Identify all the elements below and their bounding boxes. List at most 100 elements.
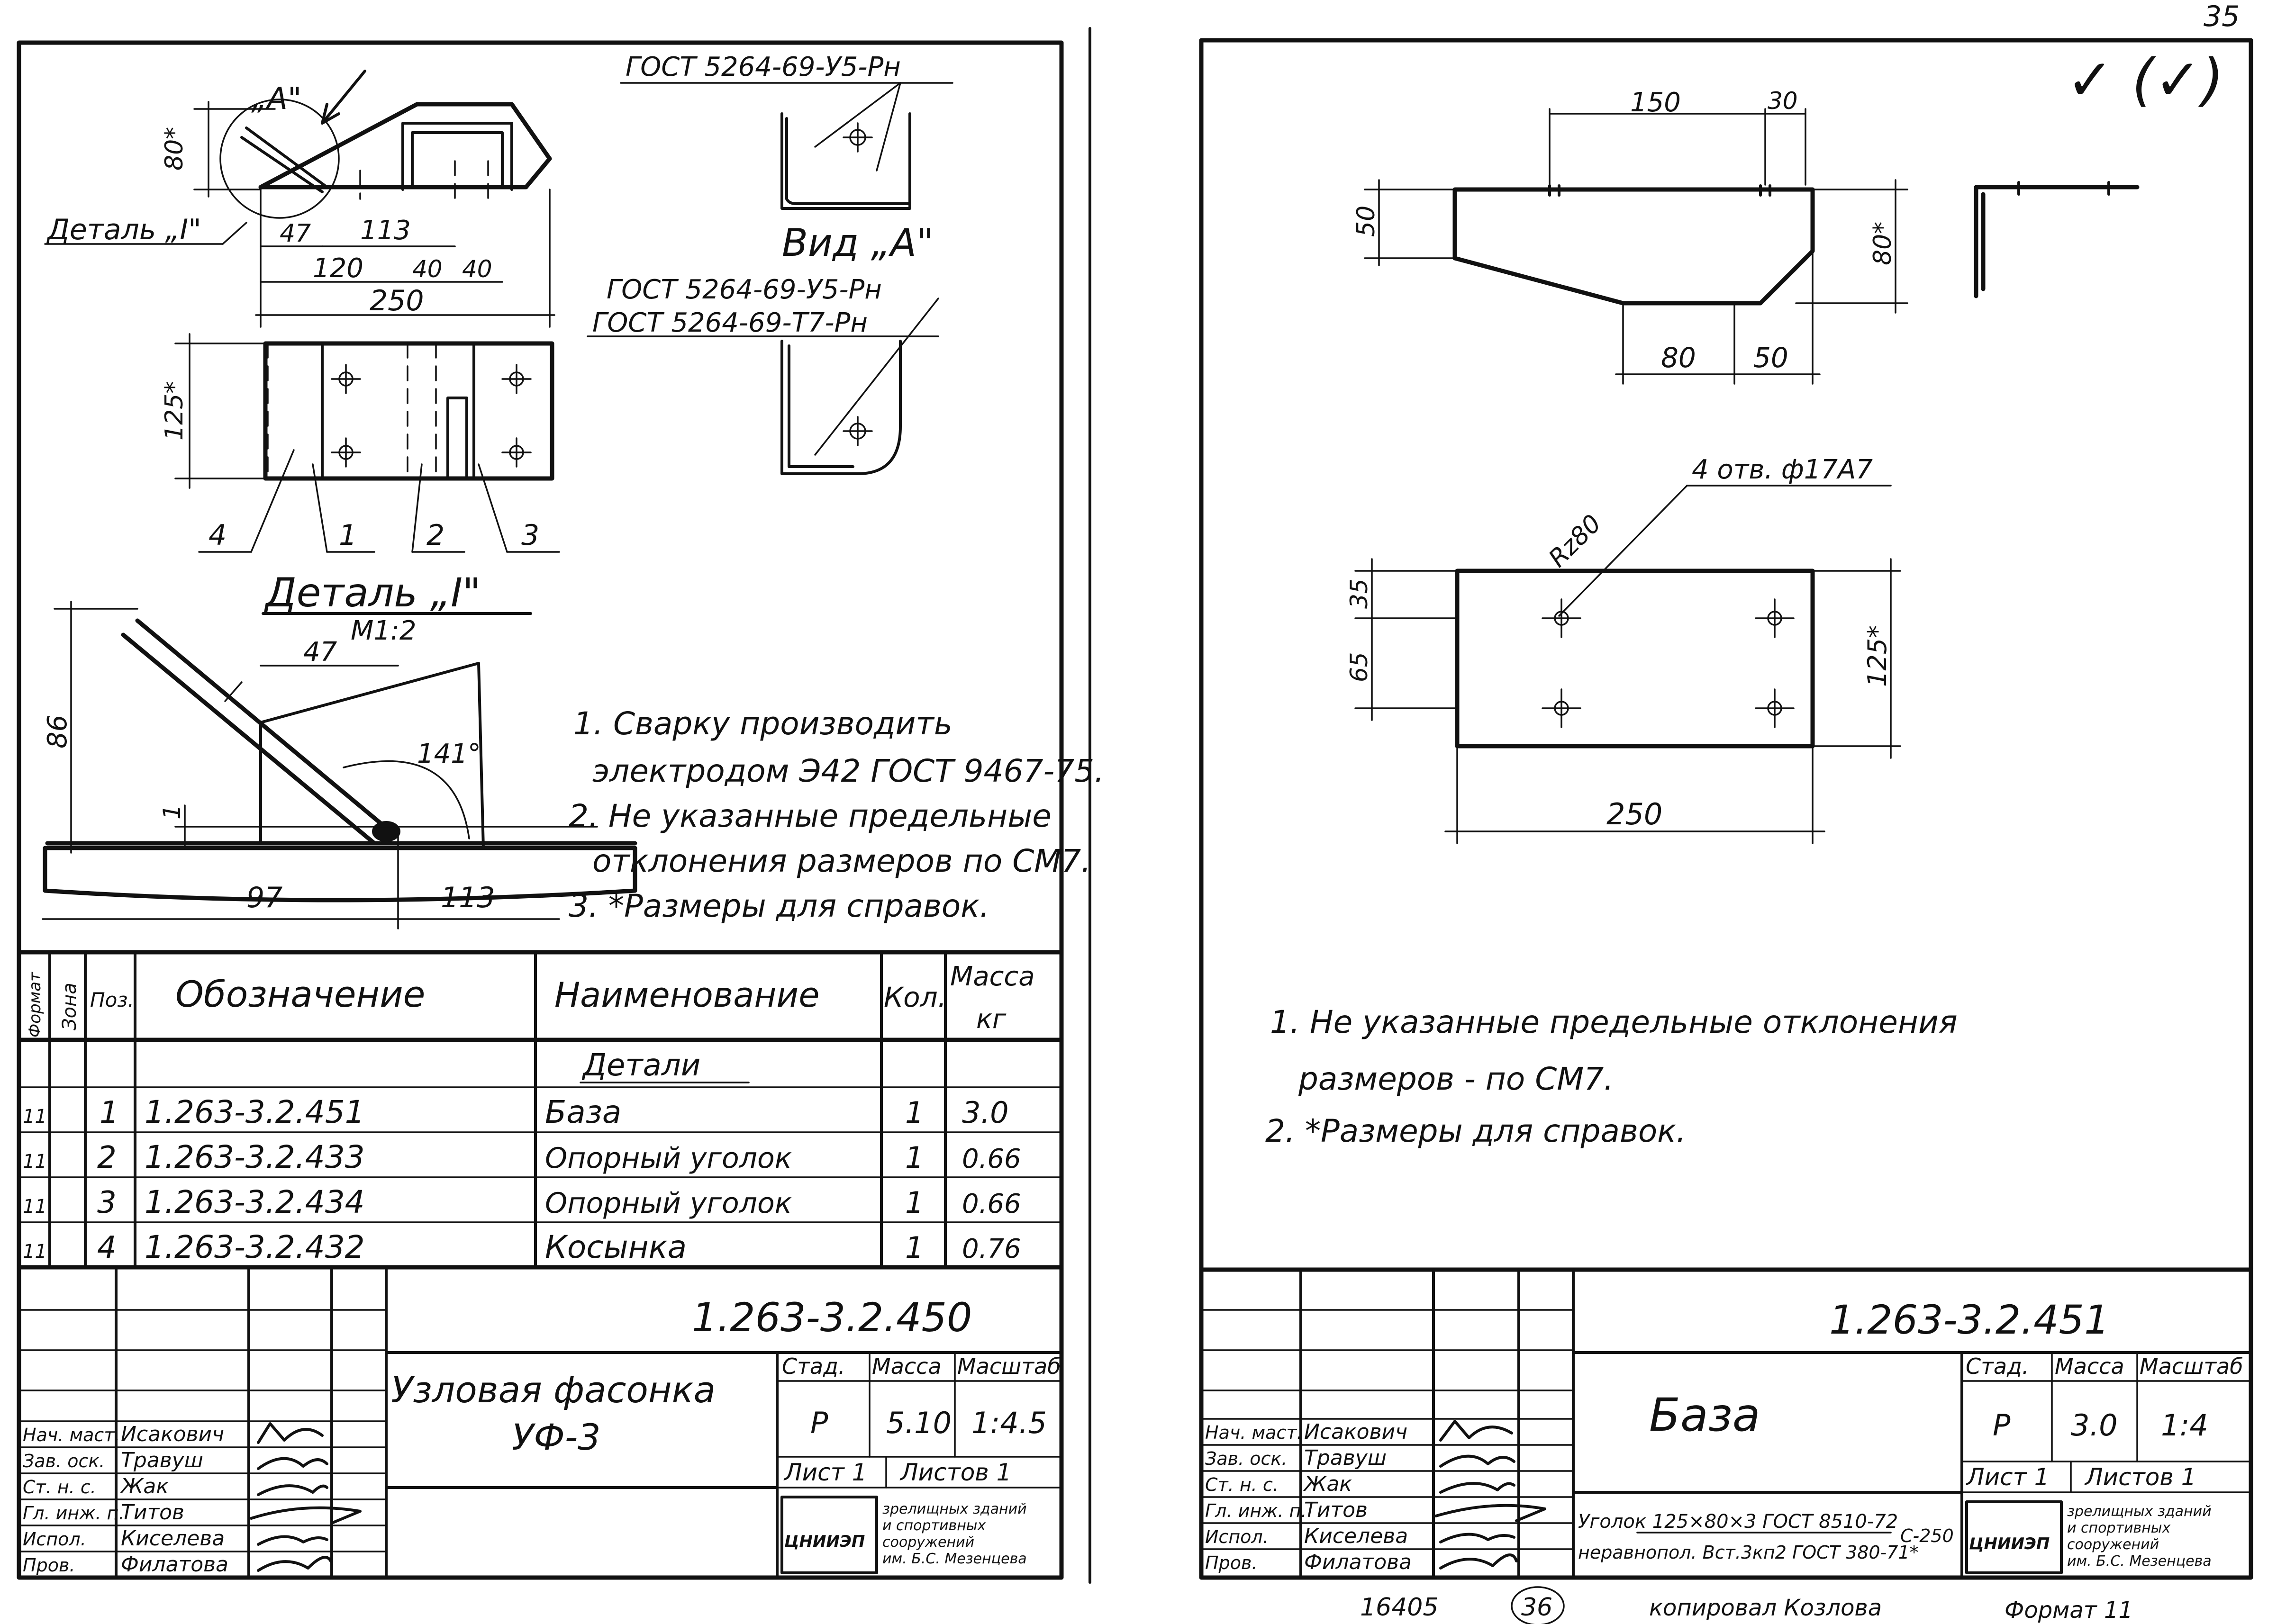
left-org-1: зрелищных зданий — [882, 1501, 1027, 1517]
right-name-6: Филатова — [1304, 1550, 1412, 1574]
right-stage: Р — [1993, 1408, 2011, 1443]
left-name-6: Филатова — [121, 1552, 228, 1577]
right-note-2: 2. *Размеры для справок. — [1265, 1113, 1686, 1149]
right-scale: 1:4 — [2161, 1408, 2208, 1443]
dim-80: 80* — [160, 127, 189, 171]
base-plan — [1455, 568, 1815, 749]
detail-angle: 141° — [417, 739, 481, 769]
spec-row1-designation: 1.263-3.2.451 — [145, 1094, 365, 1130]
right-material-1: Уголок 125×80×3 ГОСТ 8510-72 — [1578, 1511, 1898, 1533]
right-org-1: зрелищных зданий — [2067, 1503, 2212, 1520]
left-title-1: Узловая фасонка — [391, 1369, 716, 1411]
detail-scale: М1:2 — [351, 615, 416, 646]
right-material-length: С-250 — [1900, 1525, 1954, 1546]
dim-125: 125* — [160, 381, 189, 441]
spec-row2-pos: 2 — [97, 1140, 117, 1175]
left-stage-h: Стад. — [782, 1353, 845, 1379]
right-role-5: Испол. — [1205, 1526, 1269, 1547]
gusset-plan — [263, 341, 554, 481]
dim-65: 65 — [1345, 652, 1373, 682]
right-org-4: им. Б.С. Мезенцева — [2067, 1553, 2212, 1570]
spec-h-qty: Кол. — [884, 981, 946, 1013]
right-name-3: Жак — [1303, 1472, 1352, 1496]
left-sheets-total: Листов 1 — [899, 1459, 1011, 1486]
weld-note-view-1: ГОСТ 5264-69-У5-Рн — [607, 274, 882, 305]
spec-row4-mass: 0.76 — [962, 1234, 1021, 1264]
right-org-logo: ЦНИИЭП — [1969, 1534, 2050, 1553]
left-scale-h: Масштаб — [957, 1353, 1061, 1379]
dim-40-a: 40 — [412, 255, 443, 283]
footer-page-circle — [1511, 1586, 1565, 1624]
part-1: 1 — [339, 519, 357, 552]
detail-i-drawing — [43, 618, 637, 902]
right-role-6: Пров. — [1205, 1552, 1257, 1573]
left-stage: Р — [810, 1406, 828, 1440]
spec-row1-pos: 1 — [100, 1095, 119, 1130]
spec-h-designation: Обозначение — [175, 973, 425, 1015]
left-role-2: Зав. оск. — [23, 1451, 105, 1471]
right-stage-h: Стад. — [1966, 1353, 2029, 1379]
dim-120: 120 — [313, 253, 363, 284]
left-name-3: Жак — [119, 1474, 169, 1498]
view-a-label: Вид „А" — [782, 221, 934, 265]
left-sheet-frame — [17, 40, 1064, 1580]
spec-row2-designation: 1.263-3.2.433 — [145, 1139, 365, 1175]
right-name-4: Титов — [1304, 1498, 1368, 1522]
spec-h-pos: Поз. — [90, 988, 134, 1011]
right-sheet-frame — [1199, 38, 2253, 1580]
page-number: 35 — [2204, 0, 2240, 33]
detail-dim-1: 1 — [158, 804, 186, 820]
right-scale-h: Масштаб — [2140, 1353, 2243, 1379]
spec-h-mass: Масса — [950, 961, 1035, 992]
spec-h-format: Формат — [26, 972, 45, 1038]
spec-row2-fmt: 11 — [23, 1151, 47, 1173]
left-name-2: Травуш — [121, 1448, 203, 1472]
left-note-2b: отклонения размеров по СМ7. — [592, 843, 1091, 879]
right-notes: 1. Не указанные предельные отклонения ра… — [1265, 1004, 1958, 1149]
right-title-block: 1.263-3.2.451 База Стад. Масса Масштаб Р… — [1199, 1267, 2253, 1579]
spec-h-zone: Зона — [59, 983, 81, 1030]
spec-h-name: Наименование — [554, 975, 820, 1015]
right-role-4: Гл. инж. п. — [1205, 1500, 1306, 1521]
roughness: Rz80 — [1543, 509, 1607, 573]
weld-note-top: ГОСТ 5264-69-У5-Рн — [626, 52, 901, 82]
left-org-3: сооружений — [882, 1534, 974, 1551]
left-notes: 1. Сварку производить электродом Э42 ГОС… — [569, 705, 1104, 924]
left-role-6: Пров. — [23, 1555, 75, 1576]
spec-table: Формат Зона Поз. Обозначение Наименовани… — [17, 950, 1064, 1270]
right-org-2: и спортивных — [2067, 1520, 2170, 1536]
dim-30: 30 — [1768, 87, 1798, 115]
detail-title: Деталь „I" — [263, 569, 481, 616]
check-marks: ✓ (✓) — [2066, 47, 2224, 113]
dim-113: 113 — [360, 215, 411, 246]
dim-40-b: 40 — [462, 255, 492, 283]
view-a-section-top — [780, 112, 911, 210]
detail-dim-113: 113 — [441, 881, 495, 914]
right-org-logo-box — [1965, 1500, 2063, 1574]
right-sheet-no: Лист 1 — [1966, 1463, 2049, 1491]
left-role-3: Ст. н. с. — [23, 1477, 96, 1498]
detail-dim-97: 97 — [246, 881, 282, 914]
view-a-section — [780, 340, 902, 475]
right-material-2: неравнопол. Вст.3кп2 ГОСТ 380-71* — [1578, 1542, 1919, 1563]
dim-80-star: 80* — [1869, 222, 1897, 265]
right-title: База — [1649, 1389, 1760, 1442]
spec-row3-fmt: 11 — [23, 1196, 47, 1218]
left-org-2: и спортивных — [882, 1517, 986, 1534]
spec-row2-mass: 0.66 — [962, 1144, 1021, 1174]
spec-row3-pos: 3 — [97, 1185, 117, 1220]
weld-note-view-2: ГОСТ 5264-69-Т7-Рн — [592, 307, 868, 338]
spec-row3-qty: 1 — [905, 1185, 924, 1220]
right-note-1: 1. Не указанные предельные отклонения — [1270, 1004, 1958, 1040]
right-sheets-total: Листов 1 — [2084, 1463, 2196, 1491]
spec-row2-qty: 1 — [905, 1140, 924, 1175]
dim-35: 35 — [1345, 578, 1373, 609]
right-name-2: Травуш — [1304, 1446, 1387, 1470]
dim-250: 250 — [370, 284, 424, 317]
left-sheet: ГОСТ 5264-69-У5-Рн Вид „А" ГОСТ 5264-69-… — [17, 40, 1104, 1580]
right-note-1b: размеров - по СМ7. — [1298, 1061, 1614, 1097]
left-role-1: Нач. маст. — [23, 1425, 120, 1445]
left-org-4: им. Б.С. Мезенцева — [882, 1551, 1027, 1567]
spec-h-mass-unit: кг — [976, 1004, 1007, 1035]
left-name-5: Киселева — [121, 1526, 225, 1551]
